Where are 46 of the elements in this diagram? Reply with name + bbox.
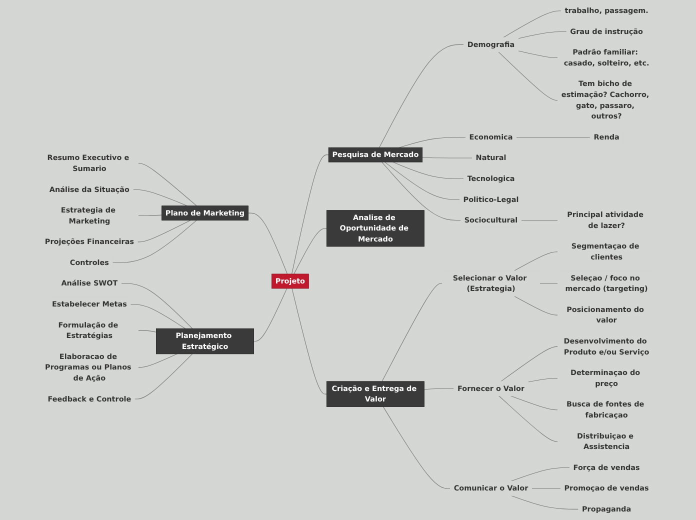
connector [532,488,561,489]
connector [424,388,454,390]
connector [510,396,558,410]
node-box [162,206,248,220]
node-box [156,328,254,354]
connector [138,214,162,216]
connector [248,212,288,274]
connector [292,288,327,394]
connector [503,10,562,38]
connector [132,189,188,206]
connector [422,157,472,158]
connector [510,467,570,482]
node-box [328,147,423,162]
node-box [272,274,309,289]
connector [294,228,327,274]
connector [498,396,558,442]
connector [138,163,197,206]
connector [121,283,193,329]
connector [137,220,191,242]
connector [514,252,558,272]
connector [528,378,558,382]
connector [510,495,579,510]
connector [516,136,590,138]
connector [384,162,460,200]
node-box [326,210,424,247]
connector [518,31,567,39]
connector [138,354,178,368]
connector [134,354,193,400]
connector [378,44,464,148]
connector [514,296,558,316]
connector [520,220,558,221]
connector [398,136,466,148]
connector [253,288,288,342]
connector [130,304,186,329]
connector [382,283,443,382]
connector [382,406,450,489]
connector [292,154,329,274]
connector [392,162,464,180]
connector [382,162,462,221]
connector [539,283,558,284]
connector [498,52,558,100]
connector [112,220,197,263]
connector [138,330,157,332]
node-box [326,381,424,407]
connector [518,50,558,58]
connector [500,346,558,382]
